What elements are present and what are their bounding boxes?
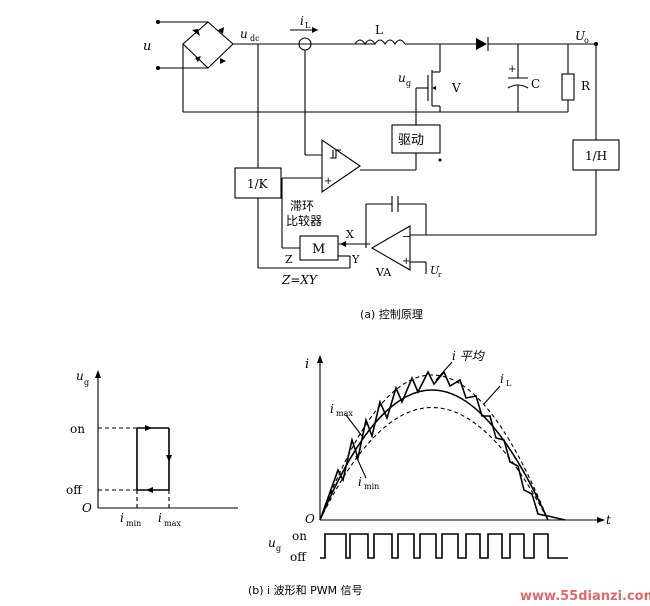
multiplier-z-label: Z [285,253,293,266]
hplot-imax-label: i [158,511,162,525]
wplot-imax-subscript: max [336,409,353,418]
gate-subscript: g [406,79,411,88]
hplot-imin-subscript: min [126,519,141,528]
caption-a: (a) 控制原理 [360,307,423,321]
reference-label: U [430,264,440,277]
pwm-signal [320,533,568,559]
wplot-t-label: t [606,513,611,527]
gate-label: u [398,71,406,85]
reference-subscript: r [438,271,442,279]
capacitor-label: C [531,77,540,91]
multiplier-x-label: X [346,228,354,241]
average-current-curve [319,389,549,521]
hplot-y-label: u [76,369,84,383]
wplot-origin: O [305,512,315,526]
output-diode [476,37,489,51]
imin-envelope [319,407,549,521]
multiplier-block [299,235,339,261]
pwm-on-label: on [292,529,307,543]
hysteresis-comparator [321,138,361,194]
diode-bridge [182,21,258,112]
capacitor-plus: + [508,64,516,75]
multiplier-y-label: Y [351,253,360,266]
ih-label: 1/H [585,149,607,163]
wplot-y-label: i [305,357,309,372]
hplot-y-subscript: g [84,378,89,387]
input-voltage-label: u [143,39,151,54]
wplot-imin-label: i [358,475,362,489]
resistor [561,73,575,101]
hplot-off-label: off [66,483,83,497]
wplot-imin-subscript: min [364,482,379,491]
current-label: i [300,14,304,28]
output-voltage-label: U [575,29,586,43]
va-label: VA [375,266,392,279]
va-plus: + [402,256,410,267]
ik-label: 1/K [247,177,269,191]
control-circuit: u u dc i L L U o [143,14,620,321]
voltage-amplifier [370,225,411,271]
current-waveform-plot: i t O i 平均 i L i max i min u g on off [268,349,611,564]
switch-mosfet [416,44,441,112]
imax-envelope [319,374,549,521]
wplot-il-subscript: L [506,379,512,388]
switch-label: V [451,81,461,95]
udc-subscript: dc [250,34,260,43]
hplot-imin-label: i [120,511,124,525]
driver-label: 驱动 [398,133,424,148]
hplot-imax-subscript: max [164,519,181,528]
hysteresis-label-line1: 滞环 [290,199,314,213]
pwm-ug-subscript: g [276,544,281,553]
output-voltage-subscript: o [584,36,589,45]
wplot-imax-label: i [330,402,334,416]
hplot-on-label: on [70,422,85,436]
multiplier-formula: Z=XY [281,273,318,287]
hysteresis-label-line2: 比较器 [286,213,322,228]
wplot-avg-label: i 平均 [452,349,486,363]
resistor-label: R [581,79,591,93]
hysteresis-characteristic-plot: u g on off O i min i max [66,369,238,528]
multiplier-label: M [312,242,325,257]
watermark: www.55dianzi.com [520,589,650,604]
pwm-ug-label: u [268,536,276,550]
caption-b: (b) i 波形和 PWM 信号 [248,584,363,597]
hplot-origin: O [82,501,92,515]
va-minus: − [402,230,411,243]
comparator-plus: + [324,176,332,187]
inductor-current-waveform [319,370,566,521]
wplot-il-label: i [500,372,504,386]
inductor-label: L [375,23,383,37]
udc-label: u [240,27,248,41]
current-subscript: L [305,21,311,30]
pwm-off-label: off [290,550,307,564]
inductor [354,39,406,46]
